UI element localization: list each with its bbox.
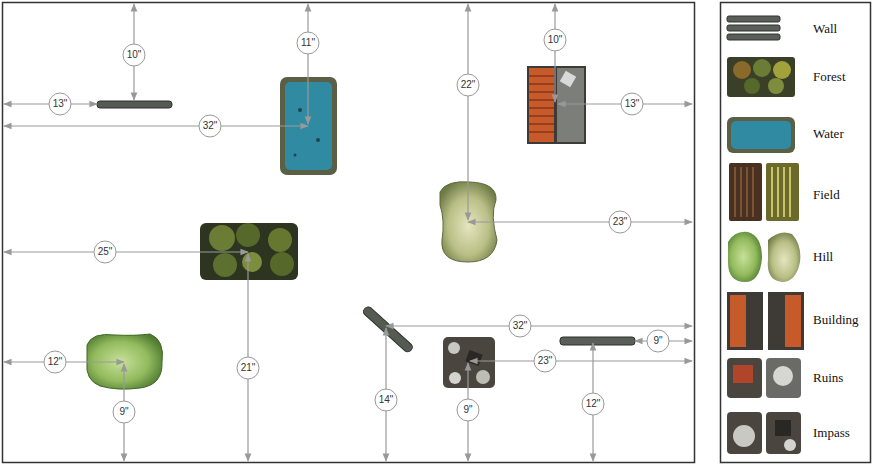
legend-text: Forest <box>813 69 846 85</box>
legend-text: Building <box>813 312 859 328</box>
dimension-label: 32" <box>509 319 531 333</box>
legend-text: Impass <box>813 425 850 441</box>
dimension-label: 14" <box>375 393 397 407</box>
dimension-label: 21" <box>237 361 259 375</box>
dimension-label: 25" <box>94 245 116 259</box>
dimension-label: 32" <box>199 119 221 133</box>
legend-text: Ruins <box>813 370 843 386</box>
dimension-label: 9" <box>647 334 669 348</box>
dimension-label: 23" <box>534 354 556 368</box>
legend-text: Water <box>813 126 844 142</box>
legend-text: Wall <box>813 21 837 37</box>
dimension-label: 12" <box>44 355 66 369</box>
dimension-label: 9" <box>113 405 135 419</box>
dimension-label: 9" <box>457 403 479 417</box>
dimension-label: 12" <box>582 397 604 411</box>
dimension-label: 13" <box>621 97 643 111</box>
dimension-label: 23" <box>609 215 631 229</box>
dimension-label: 10" <box>544 33 566 47</box>
dimension-label: 22" <box>457 78 479 92</box>
legend-text: Hill <box>813 249 833 265</box>
legend-text: Field <box>813 187 840 203</box>
dimension-label: 11" <box>297 36 319 50</box>
dimension-label: 10" <box>123 48 145 62</box>
dimension-label: 13" <box>49 97 71 111</box>
